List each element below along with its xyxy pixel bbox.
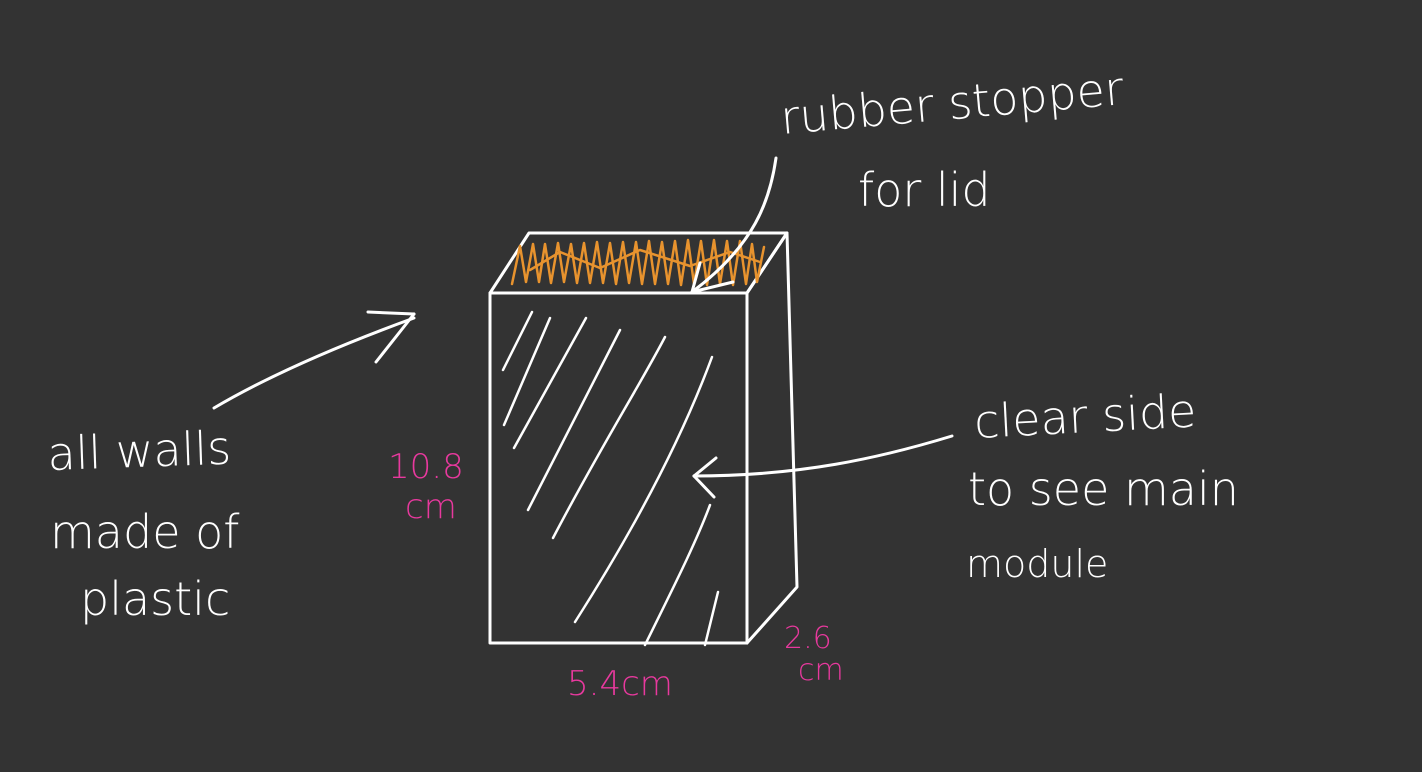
width-dimension: 5.4cm [567, 664, 673, 704]
height-dimension-value: 10.8 [388, 447, 464, 487]
depth-dimension-unit: cm [798, 653, 844, 688]
walls-label-line1: all walls [46, 421, 231, 481]
walls-label-line3: plastic [80, 572, 230, 626]
stopper-label-line1: rubber stopper [778, 61, 1126, 145]
box-outline [488, 231, 799, 645]
stopper-arrow [690, 156, 778, 294]
clear-side-arrow [692, 434, 954, 499]
rubber-stopper-fill [510, 238, 766, 287]
box-front-face [488, 291, 749, 645]
box-side-face [745, 231, 799, 645]
clear-face-hatching [501, 310, 720, 647]
walls-arrow [212, 310, 416, 410]
clear-label-line3: module [966, 542, 1108, 586]
depth-dimension-value: 2.6 [784, 621, 832, 656]
walls-label-line2: made of [50, 505, 240, 559]
height-dimension-unit: cm [405, 487, 457, 527]
clear-label-line2: to see main [968, 462, 1239, 516]
stopper-label-line2: for lid [858, 163, 991, 217]
clear-label-line1: clear side [973, 383, 1198, 449]
